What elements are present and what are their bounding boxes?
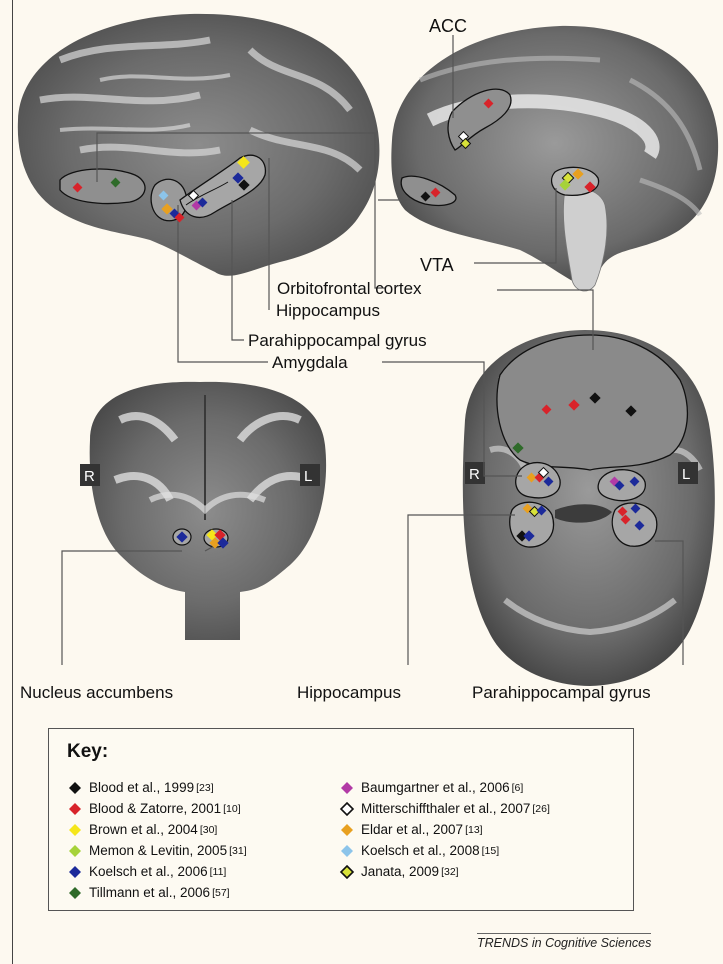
legend-column-2: Baumgartner et al., 2006[6]Mitterschifft… <box>339 777 550 882</box>
legend-item-ref: [31] <box>229 845 247 857</box>
legend-marker-icon <box>67 823 83 837</box>
legend-item-name: Baumgartner et al., 2006 <box>361 780 510 795</box>
legend-item: Koelsch et al., 2006[11] <box>67 861 247 882</box>
legend-item: Brown et al., 2004[30] <box>67 819 247 840</box>
label-vta: VTA <box>420 255 454 275</box>
legend-item-name: Blood et al., 1999 <box>89 780 194 795</box>
sagittal-medial-brain <box>391 26 718 291</box>
legend-item-name: Brown et al., 2004 <box>89 822 198 837</box>
legend-item-ref: [6] <box>512 782 524 794</box>
legend-item-name: Janata, 2009 <box>361 864 439 879</box>
legend-marker-icon <box>339 865 355 879</box>
legend-marker-icon <box>67 802 83 816</box>
credit-line: TRENDS in Cognitive Sciences <box>477 933 651 950</box>
legend-marker-icon <box>67 781 83 795</box>
sagittal-lateral-brain <box>18 14 380 276</box>
legend-item-ref: [11] <box>210 866 227 878</box>
label-left-axial: L <box>682 466 690 483</box>
legend-item-ref: [15] <box>482 845 500 857</box>
legend-item-name: Mitterschiffthaler et al., 2007 <box>361 801 530 816</box>
legend-item-name: Koelsch et al., 2008 <box>361 843 480 858</box>
legend-item-ref: [26] <box>532 803 550 815</box>
legend-item: Mitterschiffthaler et al., 2007[26] <box>339 798 550 819</box>
legend-item-ref: [10] <box>223 803 241 815</box>
label-hippocampus-bottom: Hippocampus <box>297 683 401 702</box>
legend-item: Koelsch et al., 2008[15] <box>339 840 550 861</box>
legend-item-name: Eldar et al., 2007 <box>361 822 463 837</box>
label-orbitofrontal-cortex: Orbitofrontal cortex <box>277 279 422 298</box>
legend-column-1: Blood et al., 1999[23]Blood & Zatorre, 2… <box>67 777 247 903</box>
label-right-axial: R <box>469 466 480 483</box>
legend-item: Memon & Levitin, 2005[31] <box>67 840 247 861</box>
legend-marker-icon <box>339 781 355 795</box>
legend-item-ref: [32] <box>441 866 459 878</box>
legend-item-ref: [30] <box>200 824 218 836</box>
legend-item-ref: [57] <box>212 887 230 899</box>
legend-item-name: Memon & Levitin, 2005 <box>89 843 227 858</box>
legend-item: Tillmann et al., 2006[57] <box>67 882 247 903</box>
legend-item-ref: [13] <box>465 824 483 836</box>
legend-item: Janata, 2009[32] <box>339 861 550 882</box>
legend-item: Blood & Zatorre, 2001[10] <box>67 798 247 819</box>
legend-key: Key: Blood et al., 1999[23]Blood & Zator… <box>48 728 634 911</box>
legend-item-name: Blood & Zatorre, 2001 <box>89 801 221 816</box>
legend-marker-icon <box>67 886 83 900</box>
legend-item: Eldar et al., 2007[13] <box>339 819 550 840</box>
label-left-coronal: L <box>304 468 312 485</box>
label-right-coronal: R <box>84 468 95 485</box>
legend-item: Blood et al., 1999[23] <box>67 777 247 798</box>
label-parahippocampal-top: Parahippocampal gyrus <box>248 331 427 350</box>
legend-marker-icon <box>339 844 355 858</box>
legend-item-ref: [23] <box>196 782 214 794</box>
legend-marker-icon <box>67 844 83 858</box>
axial-brain <box>463 330 715 686</box>
legend-item-name: Koelsch et al., 2006 <box>89 864 208 879</box>
coronal-brain <box>80 382 326 640</box>
label-nucleus-accumbens: Nucleus accumbens <box>20 683 173 702</box>
legend-title: Key: <box>67 741 108 763</box>
legend-marker-icon <box>67 865 83 879</box>
legend-item: Baumgartner et al., 2006[6] <box>339 777 550 798</box>
label-acc: ACC <box>429 16 467 36</box>
label-amygdala: Amygdala <box>272 353 348 372</box>
legend-marker-icon <box>339 802 355 816</box>
legend-item-name: Tillmann et al., 2006 <box>89 885 210 900</box>
label-parahippocampal-bottom: Parahippocampal gyrus <box>472 683 651 702</box>
legend-marker-icon <box>339 823 355 837</box>
label-hippocampus-top: Hippocampus <box>276 301 380 320</box>
